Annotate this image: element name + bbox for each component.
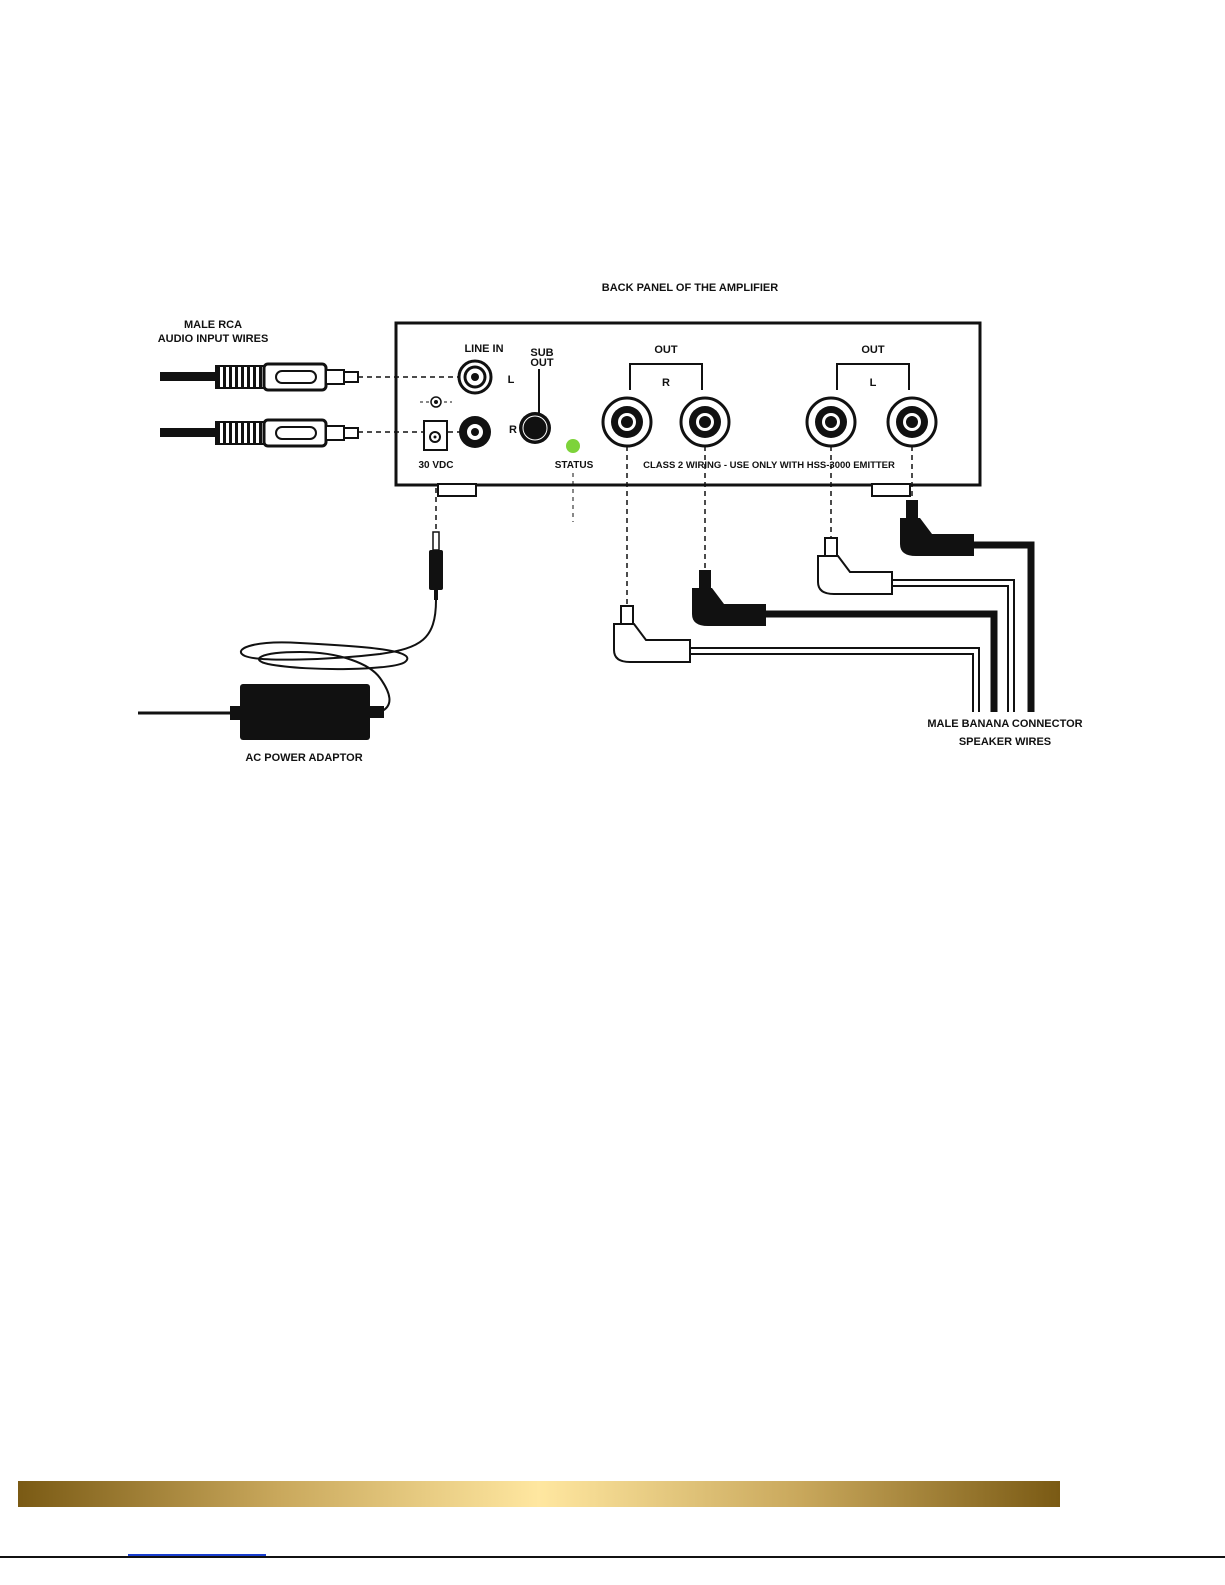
out-r-channel: R	[662, 377, 670, 389]
out-l-label: OUT	[861, 344, 885, 356]
footer-link-underline[interactable]	[128, 1554, 266, 1556]
amplifier-wiring-diagram: BACK PANEL OF THE AMPLIFIER MALE RCA AUD…	[0, 0, 1225, 820]
ac-power-adaptor	[138, 684, 384, 740]
out-r-terminal-1	[603, 398, 651, 446]
line-in-label: LINE IN	[464, 343, 503, 355]
line-in-r-jack	[459, 416, 491, 448]
line-in-l-label: L	[508, 374, 515, 386]
banana-label-line2: SPEAKER WIRES	[959, 736, 1051, 748]
adaptor-label: AC POWER ADAPTOR	[245, 752, 362, 764]
speaker-cable-r-white	[614, 606, 976, 712]
speaker-cable-l-white	[818, 538, 1011, 712]
dc-barrel-plug	[429, 532, 443, 600]
line-in-l-jack	[459, 361, 491, 393]
out-l-channel: L	[870, 377, 877, 389]
out-r-terminal-2	[681, 398, 729, 446]
class2-warning: CLASS 2 WIRING - USE ONLY WITH HSS-3000 …	[643, 460, 895, 471]
dc-power-jack	[424, 421, 447, 450]
out-l-terminal-2	[888, 398, 936, 446]
banana-label-line1: MALE BANANA CONNECTOR	[927, 718, 1082, 730]
rca-label-line1: MALE RCA	[184, 319, 242, 331]
footer-gold-bar	[18, 1481, 1060, 1507]
sub-out-label-line2: OUT	[530, 357, 554, 369]
line-in-r-label: R	[509, 424, 517, 436]
rca-label-line2: AUDIO INPUT WIRES	[158, 333, 269, 345]
out-l-terminal-1	[807, 398, 855, 446]
footer-rule	[0, 1556, 1225, 1558]
dc-voltage-label: 30 VDC	[418, 460, 453, 471]
out-r-label: OUT	[654, 344, 678, 356]
sub-out-jack	[519, 412, 551, 444]
status-led	[566, 439, 580, 453]
diagram-title: BACK PANEL OF THE AMPLIFIER	[602, 282, 778, 294]
status-label: STATUS	[555, 460, 594, 471]
